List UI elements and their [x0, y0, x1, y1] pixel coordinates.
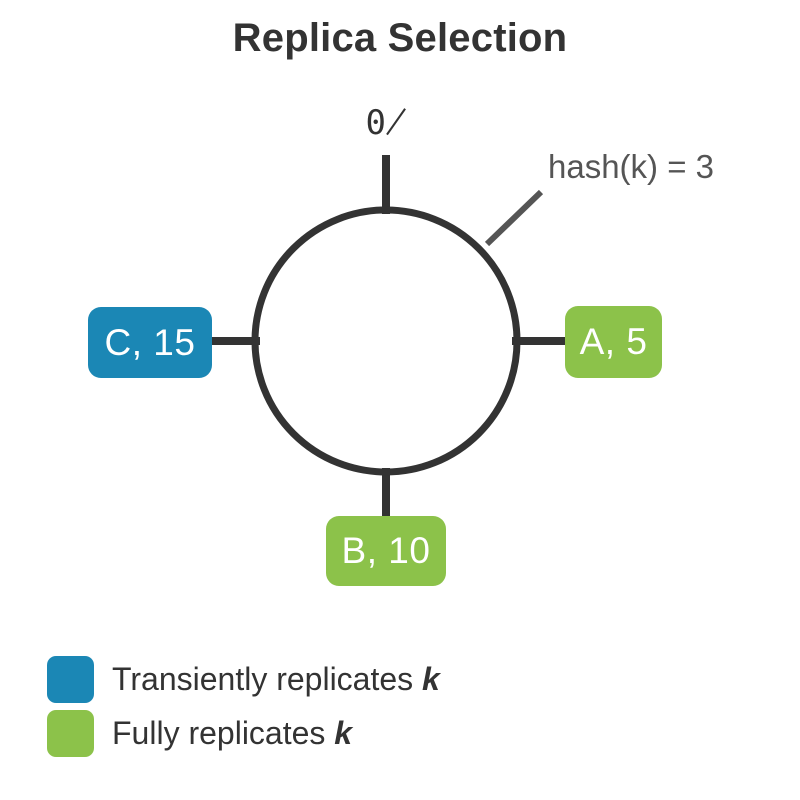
legend-swatch-blue [47, 655, 94, 703]
hash-ring-circle [251, 206, 521, 476]
legend-label-full: Fully replicates k [112, 715, 352, 752]
legend: Transiently replicates k Fully replicate… [47, 652, 440, 760]
legend-item-full: Fully replicates k [47, 706, 440, 760]
node-label-c: C, 15 [104, 321, 196, 363]
node-box-b[interactable]: B, 10 [326, 516, 446, 586]
node-label-a: A, 5 [579, 321, 648, 362]
hash-leader-line [484, 189, 544, 247]
legend-key-transient: k [422, 660, 440, 697]
legend-label-transient-text: Transiently replicates [112, 660, 423, 697]
node-box-c[interactable]: C, 15 [88, 307, 212, 378]
node-label-b: B, 10 [341, 530, 431, 571]
ring-origin-label: 0̸ [365, 103, 407, 143]
legend-key-full: k [334, 714, 353, 751]
legend-label-transient: Transiently replicates k [112, 661, 440, 698]
page-title: Replica Selection [232, 16, 568, 60]
node-box-a[interactable]: A, 5 [565, 306, 662, 378]
legend-swatch-green [47, 709, 94, 757]
legend-label-full-text: Fully replicates [112, 714, 335, 751]
hash-annotation-label: hash(k) = 3 [548, 148, 714, 185]
consistent-hash-ring-diagram: 0̸ hash(k) = 3 C, 15 A, 5 B, 10 [88, 103, 714, 586]
legend-item-transient: Transiently replicates k [47, 652, 440, 706]
ring-svg [209, 155, 568, 519]
